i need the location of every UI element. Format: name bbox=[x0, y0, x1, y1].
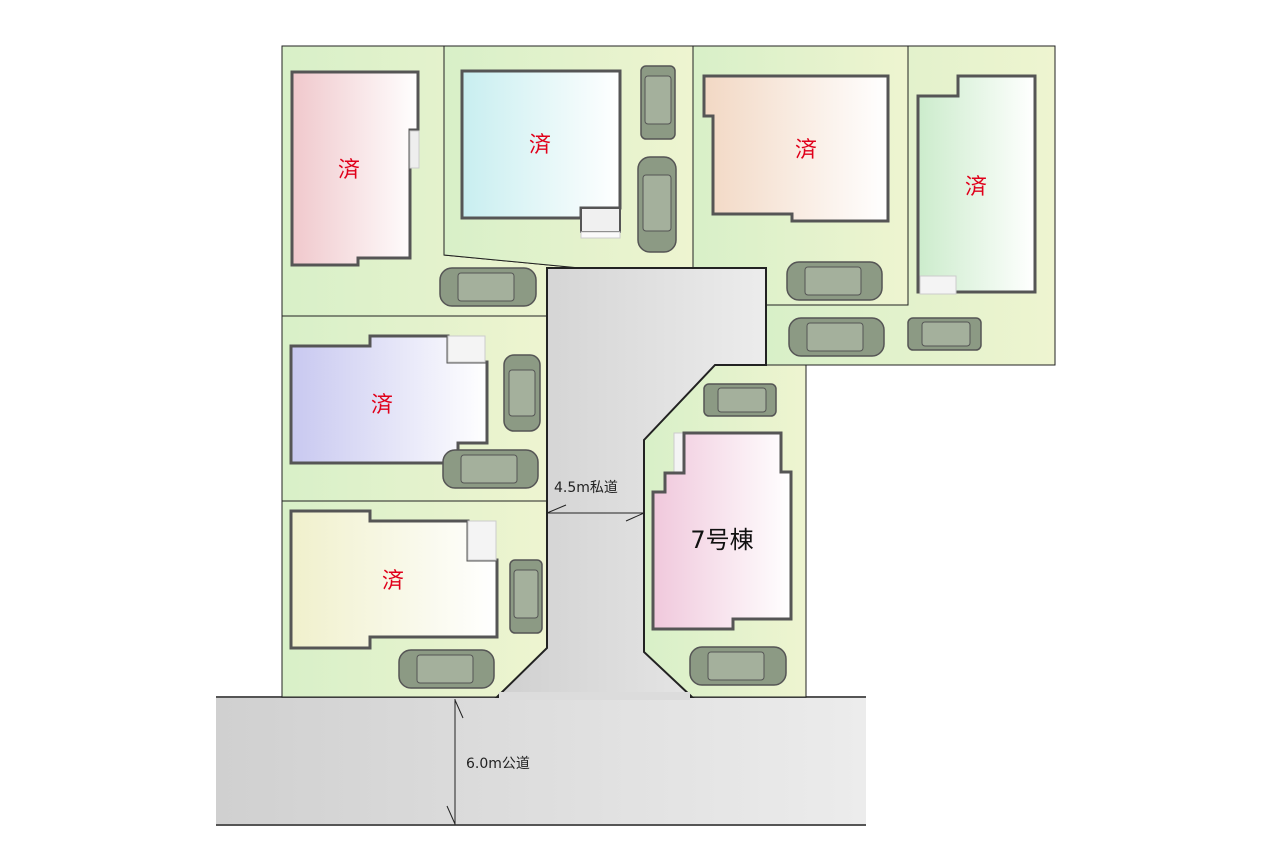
car-icon bbox=[786, 261, 883, 301]
lot-2-status: 済 bbox=[529, 133, 551, 158]
car-icon bbox=[788, 317, 885, 357]
lot-6-status: 済 bbox=[382, 569, 404, 594]
building-5 bbox=[289, 334, 489, 465]
car-icon bbox=[907, 317, 982, 351]
car-icon bbox=[509, 559, 543, 634]
building-3 bbox=[702, 74, 890, 223]
car-icon bbox=[637, 156, 677, 253]
car-icon bbox=[503, 354, 541, 432]
car-icon bbox=[442, 449, 539, 489]
building-4 bbox=[916, 74, 1037, 294]
private-road bbox=[494, 267, 767, 698]
car-icon bbox=[703, 383, 777, 417]
private-road-width-label: 4.5m私道 bbox=[554, 480, 618, 496]
public-road bbox=[216, 697, 866, 825]
public-road-width-label: 6.0m公道 bbox=[466, 756, 530, 772]
car-icon bbox=[398, 649, 495, 689]
lot-4-status: 済 bbox=[965, 175, 987, 200]
car-icon bbox=[640, 65, 676, 140]
lot-7-label: 7号棟 bbox=[690, 526, 753, 554]
car-icon bbox=[439, 267, 537, 307]
lot-3-status: 済 bbox=[795, 138, 817, 163]
lot-5-status: 済 bbox=[371, 393, 393, 418]
lot-1-status: 済 bbox=[338, 158, 360, 183]
building-6 bbox=[289, 509, 499, 650]
building-1 bbox=[290, 70, 420, 267]
building-7 bbox=[651, 431, 793, 631]
car-icon bbox=[689, 646, 787, 686]
